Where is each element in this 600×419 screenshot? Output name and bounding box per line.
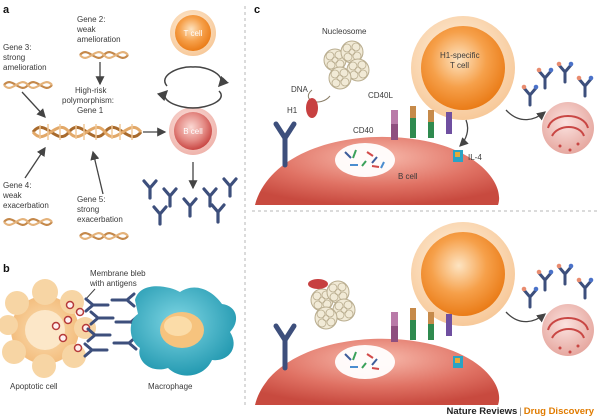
svg-text:H1-specific: H1-specific [440,51,480,60]
svg-text:Gene 5:: Gene 5: [77,195,105,204]
antibodies-b [83,292,140,358]
svg-text:Gene 3:: Gene 3: [3,43,31,52]
svg-text:T cell: T cell [450,61,469,70]
panel-label-a: a [3,4,10,16]
svg-text:polymorphism:: polymorphism: [62,96,114,105]
h1-histone-icon-bottom [308,279,328,289]
bottom-output-arrow [505,311,547,323]
b-cell-label-c: B cell [398,172,418,181]
top-output-arrow [505,109,547,121]
bcr-receptor-icon [273,121,297,168]
antibodies-a [142,177,238,226]
svg-text:exacerbation: exacerbation [3,201,49,210]
svg-text:weak: weak [2,191,23,200]
antibodies-c-bottom [520,262,595,309]
svg-text:amelioration: amelioration [3,63,47,72]
credit-separator: | [519,406,522,417]
b-cell: B cell [169,107,217,155]
journal-name: Nature Reviews [446,406,518,417]
svg-text:with antigens: with antigens [89,279,137,288]
h1-specific-t-cell [411,16,515,120]
b-cell-body-bottom [255,338,500,405]
apoptotic-cell [0,279,96,378]
gene4-dna-icon [2,218,54,226]
apoptotic-cell-label: Apoptotic cell [10,382,58,391]
svg-text:T cell: T cell [184,29,203,38]
receptor-pairs-bottom [391,308,452,342]
svg-text:High-risk: High-risk [75,86,108,95]
gene5-dna-icon [78,232,130,240]
h1-histone-icon [306,98,318,118]
bleb-label: Membrane bleb with antigens [89,269,146,288]
gene2-dna-icon [78,51,130,59]
gene2-label: Gene 2: weak amelioration [76,15,121,44]
gene4-label: Gene 4: weak exacerbation [2,181,49,210]
panel-label-b: b [3,263,10,275]
gene3-label: Gene 3: strong amelioration [3,43,47,72]
macrophage [130,286,237,376]
gene3-dna-icon [2,81,54,89]
h1-specific-t-cell-label: H1-specific T cell [440,51,480,70]
svg-text:B cell: B cell [183,127,203,136]
plasma-cell-bottom [542,304,594,356]
receptor-pairs-top [391,106,452,140]
il4-arrow [459,119,469,147]
svg-text:Gene 2:: Gene 2: [77,15,105,24]
il4-icon-bottom [453,356,463,368]
svg-text:exacerbation: exacerbation [77,215,123,224]
t-cell: T cell [170,10,216,56]
svg-text:Gene 4:: Gene 4: [3,181,31,190]
nucleosome-icon [307,40,370,103]
dna-label: DNA [291,85,309,94]
gene1-label: High-risk polymorphism: Gene 1 [62,86,114,115]
plasma-cell-top [542,102,594,154]
panel-label-c: c [254,4,260,16]
gene1-dna-icon [31,124,143,140]
macrophage-label: Macrophage [148,382,193,391]
svg-text:strong: strong [77,205,99,214]
svg-text:Gene 1: Gene 1 [77,106,104,115]
bcr-receptor-icon-bottom [273,323,297,371]
il4-label: IL-4 [468,153,482,162]
il4-icon [453,150,463,162]
t-cell-bottom [411,222,515,326]
svg-text:strong: strong [3,53,25,62]
antibodies-c-top [520,60,595,107]
gene5-label: Gene 5: strong exacerbation [77,195,123,224]
cycle-arrows [156,66,229,109]
b-cell-body-top [255,136,500,205]
nucleosome-label: Nucleosome [322,27,367,36]
journal-brand: Drug Discovery [523,406,594,417]
svg-text:Membrane bleb: Membrane bleb [90,269,146,278]
cd40-label: CD40 [353,126,374,135]
svg-text:weak: weak [76,25,97,34]
panel-a-arrows [21,62,198,195]
svg-text:amelioration: amelioration [77,35,121,44]
journal-credit: Nature Reviews|Drug Discovery [447,406,594,417]
cd40l-label: CD40L [368,91,393,100]
h1-label: H1 [287,106,298,115]
